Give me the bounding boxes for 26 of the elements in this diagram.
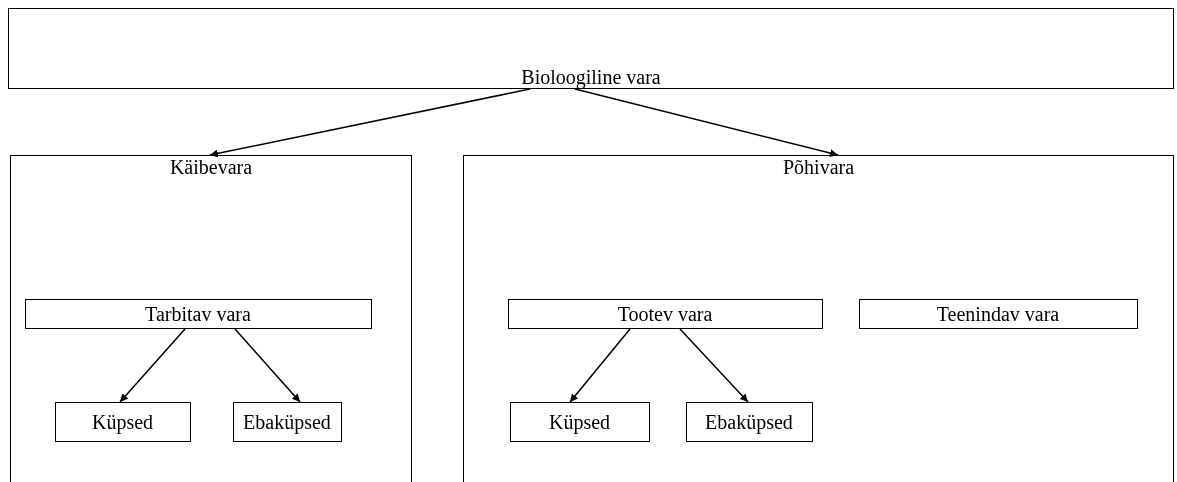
category-box bbox=[54, 401, 191, 442]
arrow bbox=[119, 328, 186, 403]
node-label: Küpsed bbox=[548, 410, 611, 433]
group-panel bbox=[463, 155, 1174, 482]
arrow bbox=[569, 328, 631, 403]
arrow bbox=[234, 328, 301, 403]
node-label: Küpsed bbox=[91, 410, 154, 433]
node-label: Käibevara bbox=[169, 156, 253, 178]
arrow bbox=[574, 88, 839, 157]
category-box bbox=[232, 401, 342, 442]
node-label: Teenindav vara bbox=[936, 302, 1060, 325]
node-label: Ebaküpsed bbox=[243, 410, 331, 433]
node-label: Bioloogiline vara bbox=[521, 66, 661, 88]
group-panel bbox=[10, 155, 412, 482]
category-box bbox=[509, 401, 650, 442]
category-box bbox=[507, 298, 823, 329]
node-label: Ebaküpsed bbox=[705, 410, 793, 433]
node-label: Tootev vara bbox=[617, 302, 713, 325]
arrow bbox=[679, 328, 749, 403]
category-box bbox=[8, 8, 1174, 89]
node-label: Tarbitav vara bbox=[145, 302, 251, 325]
category-box bbox=[685, 401, 813, 442]
arrow bbox=[209, 88, 531, 158]
category-box bbox=[24, 298, 372, 329]
category-box bbox=[858, 298, 1138, 329]
node-label: Põhivara bbox=[782, 156, 855, 178]
